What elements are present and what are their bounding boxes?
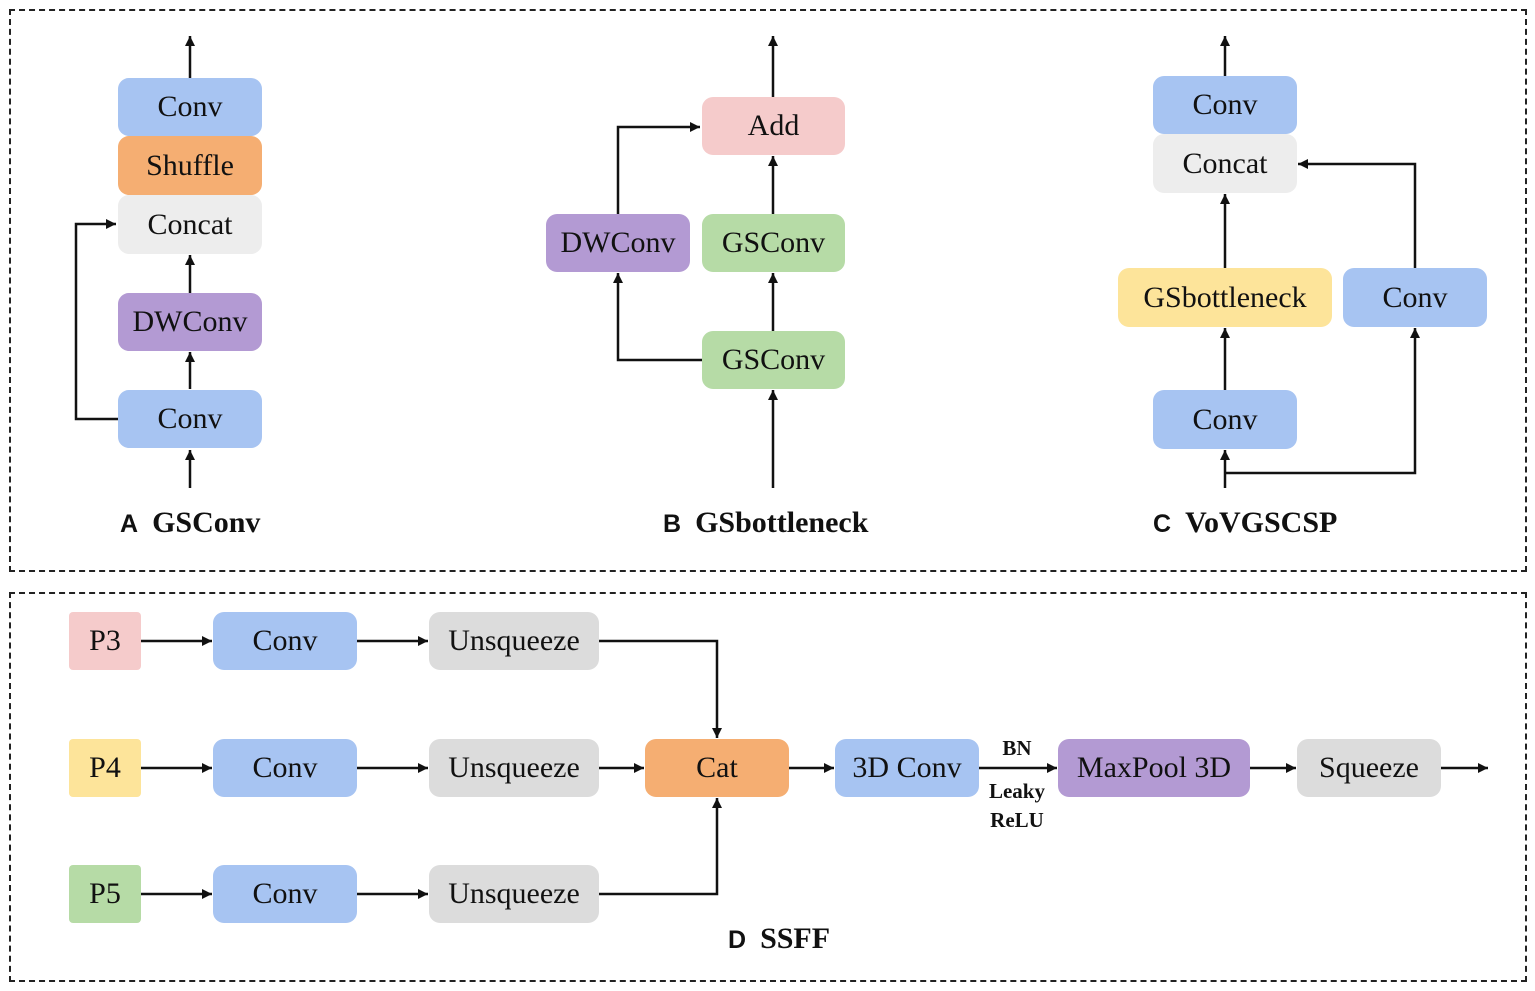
arrow-b-dwconv-add xyxy=(616,122,700,214)
a-caption-letter: A xyxy=(120,510,139,538)
d-maxpool3d-node: MaxPool 3D xyxy=(1058,739,1250,797)
d-unsqueeze-p3-node: Unsqueeze xyxy=(429,612,599,670)
arrow-d-unsq-p5-cat xyxy=(598,798,722,896)
b-caption: B GSbottleneck xyxy=(663,506,868,540)
arrow-c-branch xyxy=(1225,328,1420,475)
c-caption: C VoVGSCSP xyxy=(1153,506,1337,540)
a-dwconv-node: DWConv xyxy=(118,293,262,351)
d-conv-p3-node: Conv xyxy=(213,612,357,670)
panel-frame-bottom xyxy=(9,592,1527,982)
d-caption-title: SSFF xyxy=(760,922,831,955)
a-caption: A GSConv xyxy=(120,506,260,540)
d-edge-label-relu: ReLU xyxy=(990,808,1044,832)
d-p5-node: P5 xyxy=(69,865,141,923)
b-add-node: Add xyxy=(702,97,845,155)
c-caption-letter: C xyxy=(1153,510,1172,538)
c-conv-side-node: Conv xyxy=(1343,268,1487,327)
arrow-b-to-dwconv xyxy=(613,273,702,362)
c-concat-node: Concat xyxy=(1153,134,1297,193)
d-unsqueeze-p5-node: Unsqueeze xyxy=(429,865,599,923)
d-edge-label-bn: BN xyxy=(1002,736,1032,760)
c-conv-top-node: Conv xyxy=(1153,76,1297,134)
b-gsconv-top-node: GSConv xyxy=(702,214,845,272)
d-p3-node: P3 xyxy=(69,612,141,670)
panel-frame-top xyxy=(9,9,1527,572)
arrow-d-unsq-p3-cat xyxy=(598,639,722,738)
d-conv-p5-node: Conv xyxy=(213,865,357,923)
d-caption-letter: D xyxy=(728,926,747,954)
d-cat-node: Cat xyxy=(645,739,789,797)
c-gsbottleneck-node: GSbottleneck xyxy=(1118,268,1332,327)
a-conv-bottom-node: Conv xyxy=(118,390,262,448)
arrow-a-skip xyxy=(74,219,118,421)
b-caption-title: GSbottleneck xyxy=(695,506,869,539)
b-caption-letter: B xyxy=(663,510,682,538)
d-unsqueeze-p4-node: Unsqueeze xyxy=(429,739,599,797)
a-shuffle-node: Shuffle xyxy=(118,136,262,195)
b-dwconv-node: DWConv xyxy=(546,214,690,272)
d-conv-p4-node: Conv xyxy=(213,739,357,797)
a-caption-title: GSConv xyxy=(152,506,261,539)
d-squeeze-node: Squeeze xyxy=(1297,739,1441,797)
arrow-c-conv-concat xyxy=(1298,159,1417,268)
a-concat-node: Concat xyxy=(118,195,262,254)
c-caption-title: VoVGSCSP xyxy=(1185,506,1338,539)
d-p4-node: P4 xyxy=(69,739,141,797)
d-edge-label-leaky: Leaky xyxy=(988,779,1045,803)
d-conv3d-node: 3D Conv xyxy=(835,739,979,797)
a-conv-top-node: Conv xyxy=(118,78,262,136)
c-conv-bottom-node: Conv xyxy=(1153,390,1297,449)
b-gsconv-bottom-node: GSConv xyxy=(702,331,845,389)
d-caption: D SSFF xyxy=(728,922,830,956)
